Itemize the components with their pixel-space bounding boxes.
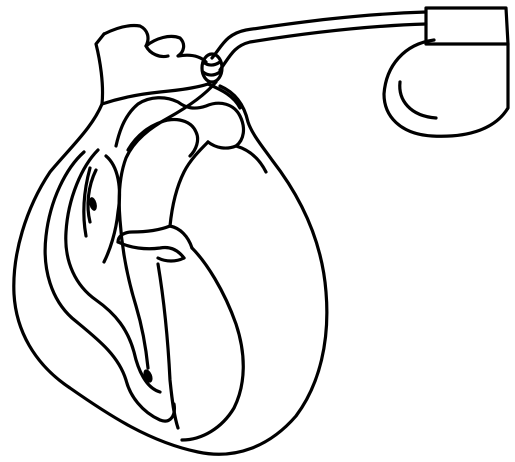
pacing-lead: [88, 82, 216, 384]
pulse-generator: [384, 8, 508, 136]
right-ventricle: [45, 150, 174, 421]
left-ventricle: [182, 248, 243, 440]
pulse-generator-case: [384, 40, 508, 136]
pulse-generator-header: [426, 8, 508, 44]
septum-valve: [118, 226, 192, 428]
pulse-generator-highlight: [400, 82, 436, 118]
